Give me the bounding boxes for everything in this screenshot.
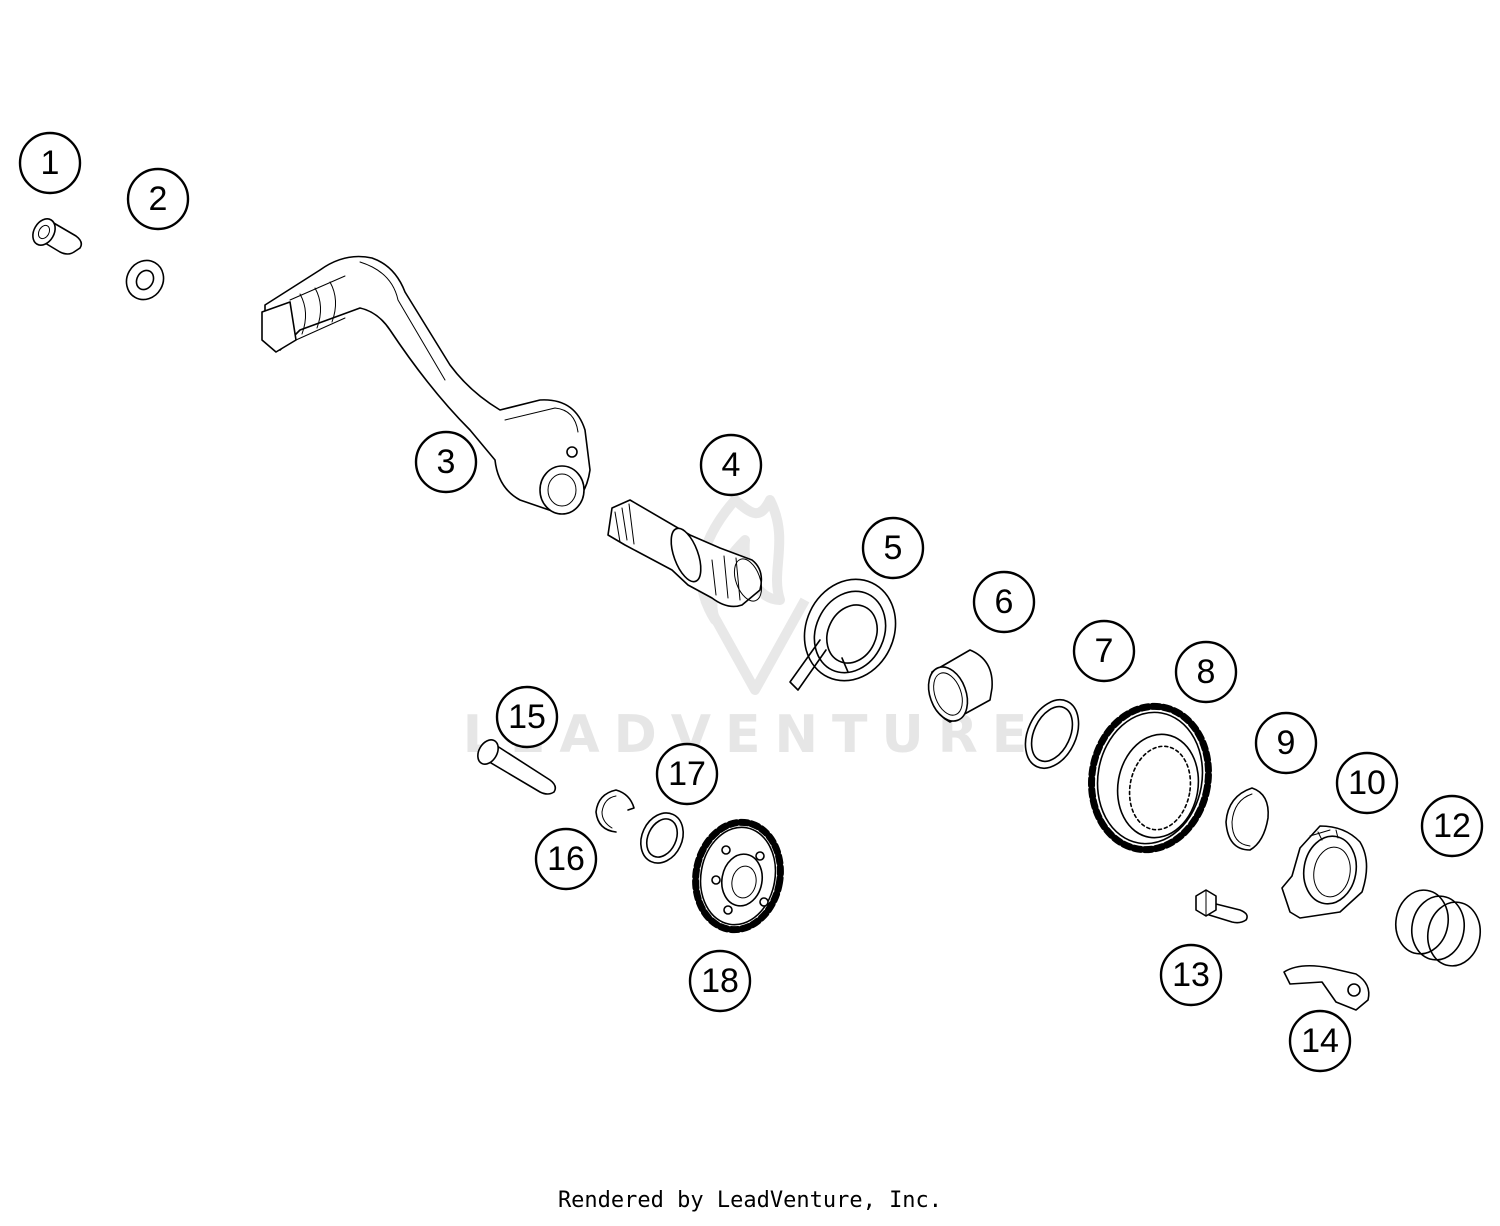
callout-16: 16	[534, 827, 598, 891]
part-1-bolt	[32, 218, 83, 255]
callout-7: 7	[1072, 619, 1136, 683]
callout-6: 6	[972, 570, 1036, 634]
svg-text:7: 7	[1095, 632, 1114, 670]
svg-text:2: 2	[149, 180, 168, 218]
part-14-guide-plate	[1283, 964, 1370, 1011]
svg-text:3: 3	[437, 443, 456, 481]
svg-text:12: 12	[1433, 807, 1471, 845]
part-9-circlip	[1225, 787, 1269, 851]
svg-text:16: 16	[547, 840, 585, 878]
svg-text:9: 9	[1277, 724, 1296, 762]
part-8-kick-start-gear	[1088, 702, 1212, 854]
svg-text:1: 1	[41, 144, 60, 182]
part-15-bolt	[477, 739, 557, 795]
callout-5: 5	[861, 516, 925, 580]
callout-3: 3	[414, 430, 478, 494]
callout-4: 4	[699, 433, 763, 497]
part-18-idler-gear	[692, 818, 784, 934]
part-16-circlip	[595, 789, 635, 833]
footer-credit: Rendered by LeadVenture, Inc.	[557, 1188, 943, 1213]
callout-13: 13	[1159, 943, 1223, 1007]
svg-text:6: 6	[995, 583, 1014, 621]
callout-17: 17	[655, 742, 719, 806]
svg-text:14: 14	[1301, 1022, 1339, 1060]
svg-text:10: 10	[1348, 764, 1386, 802]
svg-text:15: 15	[508, 698, 546, 736]
callout-8: 8	[1174, 640, 1238, 704]
callout-18: 18	[688, 949, 752, 1013]
callout-1: 1	[18, 131, 82, 195]
callout-10: 10	[1335, 751, 1399, 815]
svg-text:4: 4	[722, 446, 741, 484]
part-4-kick-start-shaft	[607, 499, 763, 608]
svg-text:5: 5	[884, 529, 903, 567]
part-17-washer	[640, 812, 684, 864]
svg-text:17: 17	[668, 755, 706, 793]
part-12-spring	[1394, 889, 1482, 967]
part-13-bolt	[1195, 889, 1248, 924]
callout-12: 12	[1420, 794, 1484, 858]
callout-14: 14	[1288, 1009, 1352, 1073]
part-6-bushing	[927, 649, 993, 723]
callout-15: 15	[495, 685, 559, 749]
part-7-washer	[1024, 699, 1080, 769]
callout-9: 9	[1254, 711, 1318, 775]
svg-text:18: 18	[701, 962, 739, 1000]
part-2-washer	[125, 259, 165, 301]
part-3-kick-start-lever	[261, 255, 591, 515]
svg-text:8: 8	[1197, 653, 1216, 691]
part-10-ratchet	[1281, 825, 1368, 919]
part-5-spring	[789, 578, 897, 691]
svg-text:13: 13	[1172, 956, 1210, 994]
callout-2: 2	[126, 167, 190, 231]
